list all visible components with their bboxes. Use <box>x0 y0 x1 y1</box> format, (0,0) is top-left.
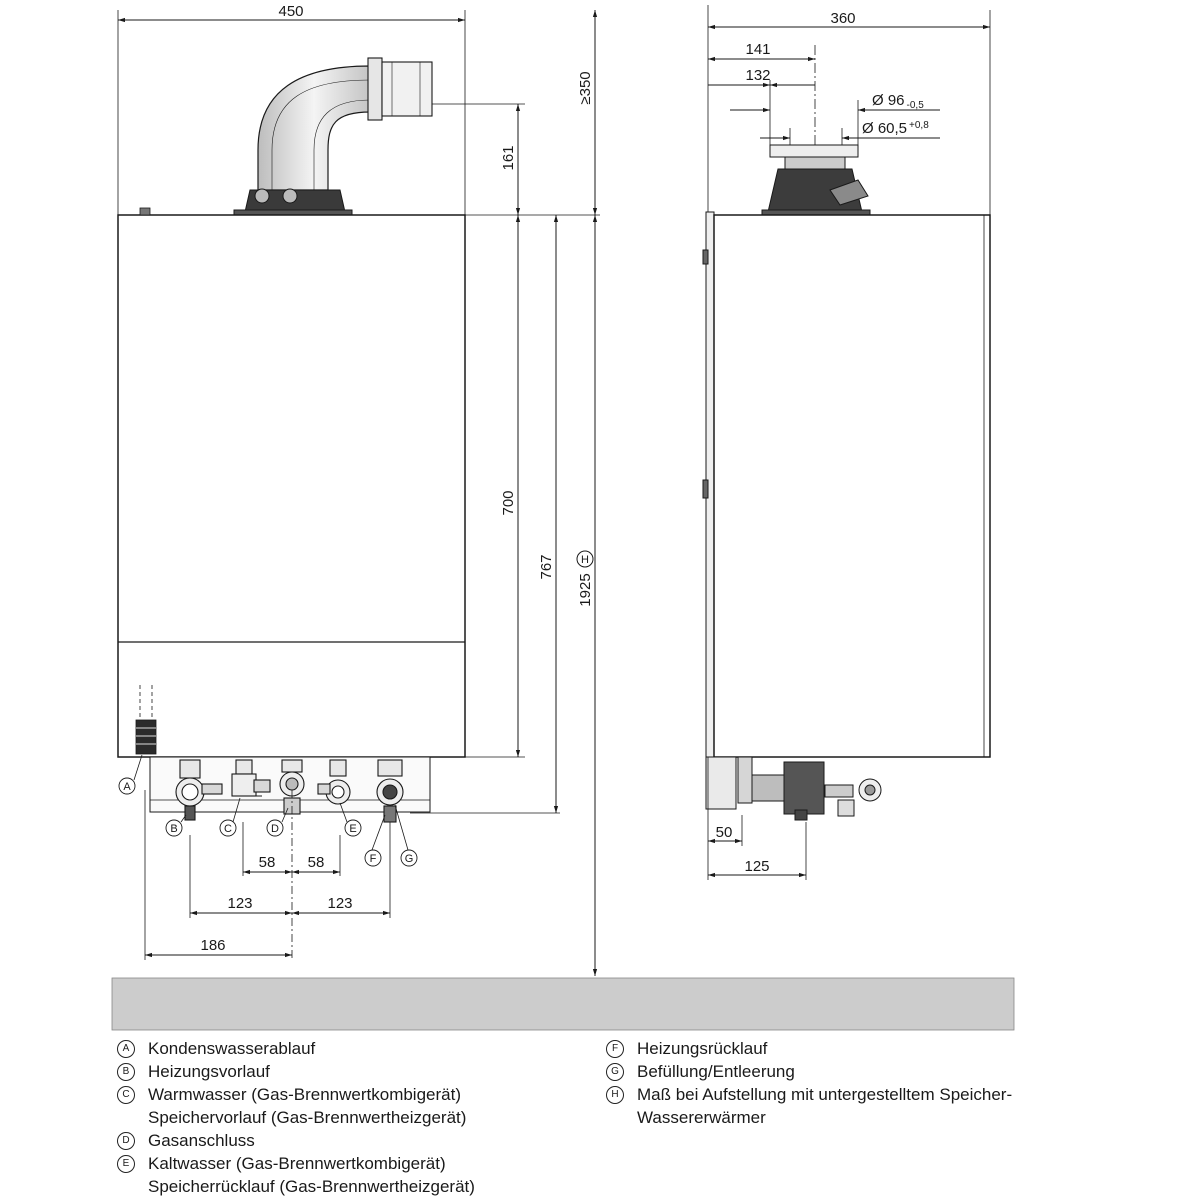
legend-item-c: C Warmwasser (Gas-Brennwertkombigerät) Spe… <box>115 1083 475 1129</box>
legend-text: Gasanschluss <box>148 1129 255 1152</box>
side-flue-collar <box>761 144 871 217</box>
side-casing <box>713 214 991 758</box>
legend-line: Kaltwasser (Gas-Brennwertkombigerät) <box>148 1154 446 1173</box>
legend-line: Heizungsvorlauf <box>148 1062 270 1081</box>
legend-line: Speicherrücklauf (Gas-Brennwertheizgerät… <box>148 1177 475 1196</box>
side-bottom-fittings <box>705 756 882 821</box>
condensate-drain <box>135 685 157 755</box>
legend-line: Wassererwärmer <box>637 1108 766 1127</box>
connection-bubble-letter-f: F <box>370 853 377 865</box>
dim-58-right: 58 <box>308 854 325 871</box>
dim-50: 50 <box>716 824 733 841</box>
legend-marker-g: G <box>606 1063 624 1081</box>
dim-58-left: 58 <box>259 854 276 871</box>
legend-marker-e: E <box>117 1155 135 1173</box>
legend-marker-c: C <box>117 1086 135 1104</box>
connection-bubble-letter-e: E <box>349 823 356 835</box>
connection-bubble-letter-g: G <box>405 853 414 865</box>
legend-item-h: H Maß bei Aufstellung mit untergestelltem… <box>604 1083 1012 1129</box>
dim-outer-diameter-tolerance: -0,5 <box>907 100 925 111</box>
legend-line: Befüllung/Entleerung <box>637 1062 795 1081</box>
dim-141: 141 <box>745 41 770 58</box>
dim-125: 125 <box>744 858 769 875</box>
dim-casing-700: 700 <box>500 490 517 515</box>
marker-h-circle <box>576 550 594 568</box>
legend-marker-h: H <box>606 1086 624 1104</box>
legend-text: Kaltwasser (Gas-Brennwertkombigerät) Spei… <box>148 1152 475 1198</box>
dim-inner-diameter: Ø 60,5+0,8 <box>862 120 929 137</box>
legend-text: Kondenswasserablauf <box>148 1037 315 1060</box>
floor-band <box>111 977 1015 1031</box>
front-dimension-labels: 450 ≥350 161 700 767 1925 H 58 58 123 12… <box>200 3 594 954</box>
flue-elbow <box>233 57 433 217</box>
legend-text: Befüllung/Entleerung <box>637 1060 795 1083</box>
legend-item-e: E Kaltwasser (Gas-Brennwertkombigerät) Spe… <box>115 1152 475 1198</box>
legend-marker-a: A <box>117 1040 135 1058</box>
connection-bubble-set: A B C D E F G <box>118 777 418 867</box>
connection-bubble-letter-b: B <box>170 823 177 835</box>
front-valves <box>175 759 404 823</box>
legend-line: Heizungsrücklauf <box>637 1039 768 1058</box>
front-view <box>117 10 600 976</box>
legend-text: Heizungsvorlauf <box>148 1060 270 1083</box>
boiler-casing <box>117 214 466 758</box>
legend-text: Maß bei Aufstellung mit untergestelltem … <box>637 1083 1012 1129</box>
connection-bubble-a <box>118 777 136 795</box>
connection-bubble-d <box>266 819 284 837</box>
connection-bubble-e <box>344 819 362 837</box>
connection-bubble-letter-d: D <box>271 823 279 835</box>
dim-186: 186 <box>200 937 225 954</box>
connection-bubble-b <box>165 819 183 837</box>
connection-bubbles <box>133 754 409 851</box>
dim-132: 132 <box>745 67 770 84</box>
legend-item-f: F Heizungsrücklauf <box>604 1037 1012 1060</box>
dim-height-767: 767 <box>538 554 555 579</box>
dim-top-clearance: ≥350 <box>577 71 594 104</box>
legend-marker-f: F <box>606 1040 624 1058</box>
dim-height-1925: 1925 <box>577 573 594 606</box>
connection-bubble-letter-c: C <box>224 823 232 835</box>
dim-flue-161: 161 <box>500 145 517 170</box>
legend-line: Kondenswasserablauf <box>148 1039 316 1058</box>
connection-bubble-g <box>400 849 418 867</box>
side-dimension-labels: 360 141 132 Ø 96-0,5 Ø 60,5+0,8 50 125 <box>716 10 930 875</box>
legend-item-b: B Heizungsvorlauf <box>115 1060 475 1083</box>
legend-item-g: G Befüllung/Entleerung <box>604 1060 1012 1083</box>
connection-bubble-letter-a: A <box>123 781 131 793</box>
legend-line: Warmwasser (Gas-Brennwertkombigerät) <box>148 1085 461 1104</box>
legend-text: Heizungsrücklauf <box>637 1037 767 1060</box>
legend-line: Speichervorlauf (Gas-Brennwertheizgerät) <box>148 1108 467 1127</box>
dim-width-450: 450 <box>278 3 303 20</box>
dim-123-left: 123 <box>227 895 252 912</box>
legend-line: Maß bei Aufstellung mit untergestelltem … <box>637 1085 1013 1104</box>
connection-bubble-f <box>364 849 382 867</box>
dim-inner-diameter-tolerance: +0,8 <box>909 120 929 131</box>
legend-line: Gasanschluss <box>148 1131 255 1150</box>
dim-depth-360: 360 <box>830 10 855 27</box>
dim-123-right: 123 <box>327 895 352 912</box>
marker-h-letter: H <box>581 554 589 566</box>
legend-item-a: A Kondenswasserablauf <box>115 1037 475 1060</box>
legend-item-d: D Gasanschluss <box>115 1129 475 1152</box>
dim-outer-diameter: Ø 96-0,5 <box>872 92 924 111</box>
legend-marker-d: D <box>117 1132 135 1150</box>
side-view <box>702 5 991 880</box>
legend-text: Warmwasser (Gas-Brennwertkombigerät) Spei… <box>148 1083 466 1129</box>
connection-bubble-c <box>219 819 237 837</box>
legend-marker-b: B <box>117 1063 135 1081</box>
